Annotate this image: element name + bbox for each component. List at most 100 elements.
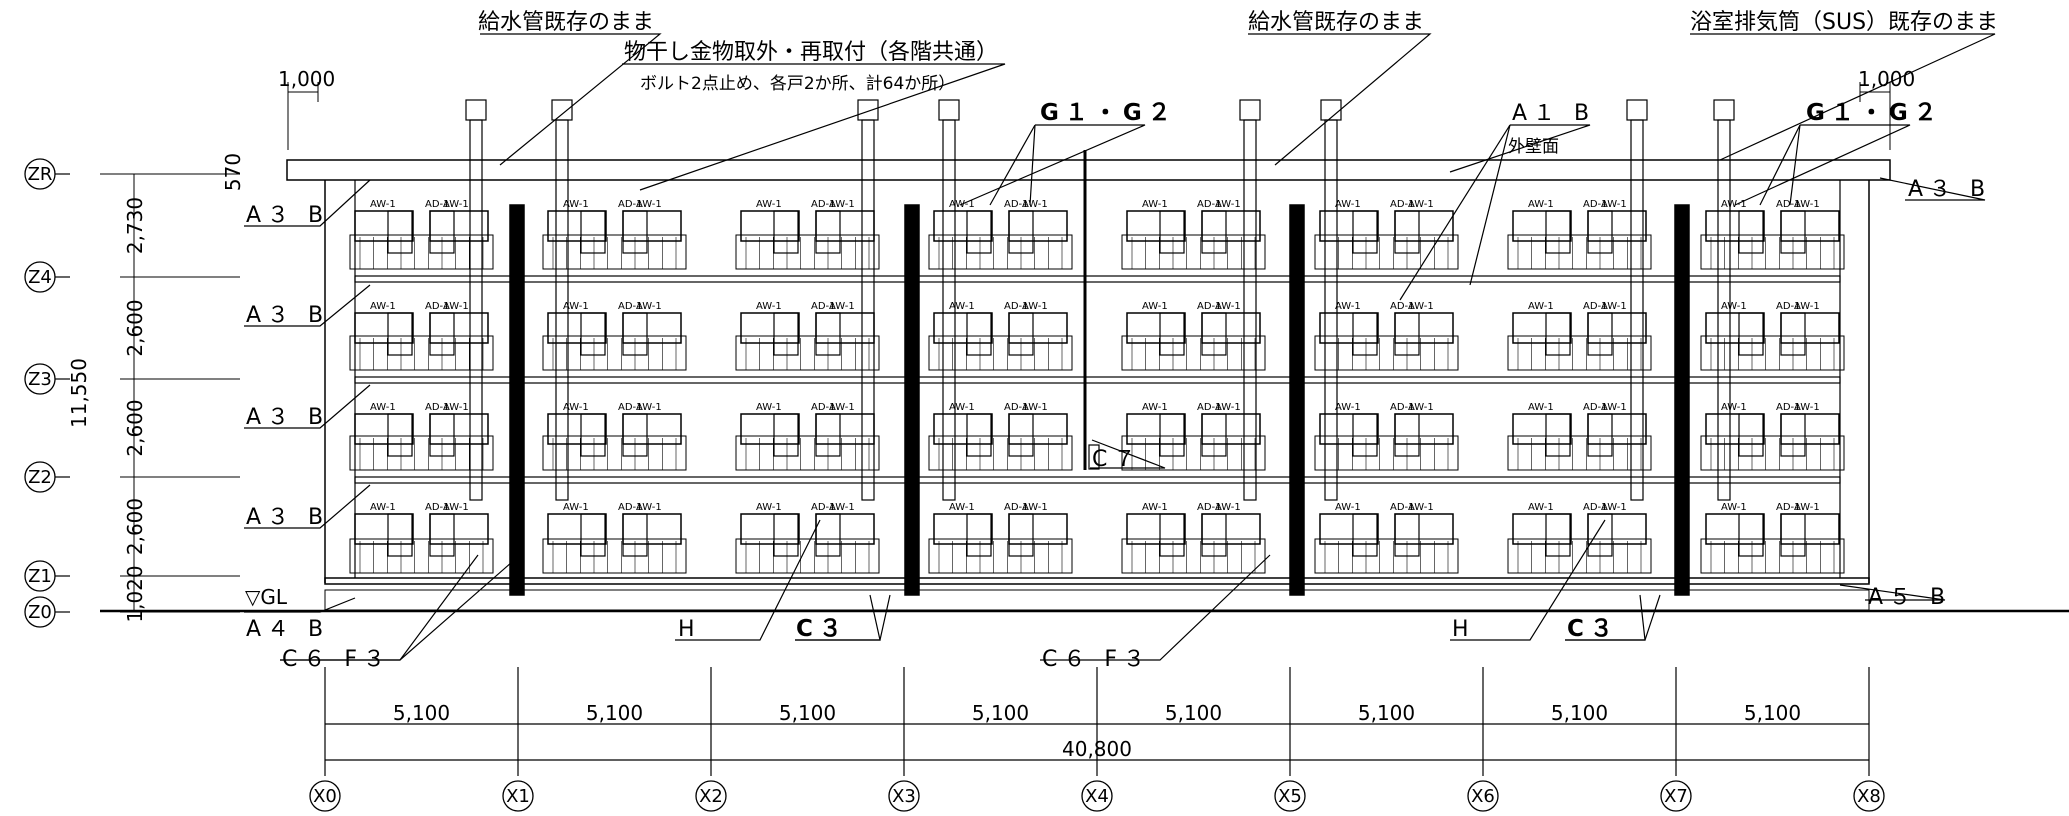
window-tag-aw1: AW-1 [370,301,396,312]
window-tag-aw1: AW-1 [1794,402,1820,413]
window-aw1 [1705,513,1765,545]
window-aw1 [429,312,489,344]
a3b-tag-z4: A３ B [246,203,329,228]
window-tag-ad1: AD-1 [1583,199,1608,210]
window-aw1 [1319,210,1379,242]
balcony-railing [735,335,880,371]
ground-level-marker: ▽GL [245,585,288,609]
balcony-railing [928,538,1073,574]
bay-dimension-label: 5,100 [972,701,1029,725]
grid-label: X2 [699,786,723,807]
floor-slab-band [354,476,1841,484]
a3b-tag-right: A３ B [1908,177,1991,202]
window-aw1 [1319,413,1379,445]
window-aw1 [740,210,800,242]
c7-tag: C７ [1092,447,1141,472]
window-aw1 [1587,413,1647,445]
grid-label: X3 [892,786,916,807]
window-tag-aw1: AW-1 [1215,301,1241,312]
window-aw1 [1008,312,1068,344]
window-aw1 [933,413,993,445]
bay-dimension-label: 5,100 [1358,701,1415,725]
grid-label: X5 [1278,786,1302,807]
level-segment-label: 1,020 [123,565,147,622]
floor-slab-band [354,376,1841,384]
a3b-tag-z2: A３ B [246,405,329,430]
bay-dimension-label: 5,100 [1165,701,1222,725]
grid-label: X0 [313,786,337,807]
level-segment-label: 2,600 [123,299,147,356]
window-tag-ad1: AD-1 [618,199,643,210]
window-tag-aw1: AW-1 [756,402,782,413]
exterior-face-note: 外壁面 [1508,137,1559,157]
window-tag-aw1: AW-1 [563,402,589,413]
door-ad1 [1738,210,1764,254]
door-ad1 [1545,312,1571,356]
window-tag-ad1: AD-1 [1583,502,1608,513]
balcony-railing [542,335,687,371]
window-aw1 [1512,513,1572,545]
window-aw1 [622,312,682,344]
window-aw1 [1008,413,1068,445]
window-aw1 [933,312,993,344]
balcony-railing [735,538,880,574]
window-aw1 [1705,210,1765,242]
window-tag-aw1: AW-1 [1215,402,1241,413]
window-tag-aw1: AW-1 [1528,402,1554,413]
total-width-label: 40,800 [1062,737,1132,761]
flue-cap [1239,99,1261,121]
grid-label: X4 [1085,786,1109,807]
window-tag-aw1: AW-1 [756,502,782,513]
door-ad1 [1545,513,1571,557]
door-ad1 [1352,312,1378,356]
window-tag-ad1: AD-1 [1776,402,1801,413]
window-tag-ad1: AD-1 [1197,301,1222,312]
door-ad1 [966,513,992,557]
ground-slab [324,577,1870,585]
level-label: ZR [28,164,53,185]
bay-dimension-label: 5,100 [779,701,836,725]
eave-left-value: 1,000 [278,67,335,91]
a4b-tag: A４ B [246,617,329,642]
door-ad1 [1159,413,1185,457]
level-segment-label: 2,600 [123,399,147,456]
balcony-railing [542,538,687,574]
g1g2-tag-left: G１・G２ [1040,100,1177,126]
water-supply-pipe [904,204,920,596]
window-aw1 [1394,413,1454,445]
window-tag-aw1: AW-1 [1408,502,1434,513]
door-ad1 [1159,513,1185,557]
door-ad1 [773,413,799,457]
window-tag-ad1: AD-1 [1004,402,1029,413]
window-tag-aw1: AW-1 [1215,502,1241,513]
window-tag-ad1: AD-1 [1776,502,1801,513]
leader-lines [244,33,1996,661]
window-tag-aw1: AW-1 [1142,402,1168,413]
grid-marker-x7 [1660,780,1692,812]
h-tag-left: H [678,617,701,642]
window-tag-aw1: AW-1 [1721,402,1747,413]
door-ad1 [773,312,799,356]
window-aw1 [1780,312,1840,344]
window-tag-aw1: AW-1 [1528,502,1554,513]
window-aw1 [1780,210,1840,242]
water-supply-pipe [1289,204,1305,596]
eave-dimension-left: 1,000 [278,67,335,150]
level-label: Z4 [28,267,52,288]
grid-marker-x4 [1081,780,1113,812]
balcony-railing [928,335,1073,371]
window-aw1 [1512,413,1572,445]
window-tag-aw1: AW-1 [1794,199,1820,210]
window-aw1 [1201,210,1261,242]
balcony-railing [1700,234,1845,270]
window-aw1 [547,413,607,445]
c6f3-tag-center: C６ F３ [1042,647,1151,672]
window-tag-aw1: AW-1 [1721,502,1747,513]
balcony-railing [1314,335,1459,371]
balcony-railing [1507,335,1652,371]
window-tag-aw1: AW-1 [1408,402,1434,413]
window-tag-aw1: AW-1 [563,199,589,210]
window-tag-aw1: AW-1 [1335,402,1361,413]
